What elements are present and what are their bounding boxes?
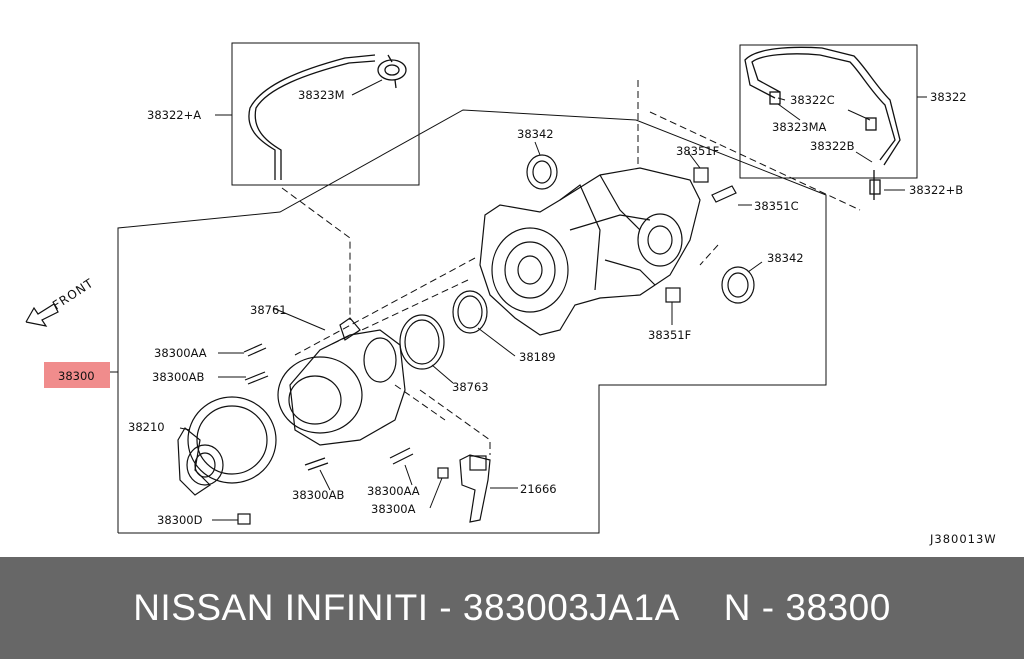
part-label-38210: 38210 [128,420,165,434]
part-label-38322A: 38322+A [147,108,201,122]
part-label-38322B: 38322B [810,139,855,153]
front-label: FRONT [50,276,96,313]
assembly-outline [117,109,827,534]
selected-part-highlight [44,362,110,388]
part-label-38342-right: 38342 [767,251,804,265]
footer-reference: N - 38300 [723,587,891,628]
part-label-38351F-top: 38351F [676,144,719,158]
inset-box-a [231,42,420,186]
part-label-38300AA-top: 38300AA [154,346,207,360]
part-label-38761: 38761 [250,303,287,317]
inset-box-b [739,44,918,179]
diagram-code: J380013W [929,532,997,546]
part-label-38300AB-bottom: 38300AB [292,488,344,502]
part-label-38300AB-top: 38300AB [152,370,204,384]
part-label-38763: 38763 [452,380,489,394]
part-label-38300D: 38300D [157,513,203,527]
part-label-38323MA: 38323MA [772,120,827,134]
part-label-38322B-plus: 38322+B [909,183,963,197]
part-label-38189: 38189 [519,350,556,364]
part-label-21666: 21666 [520,482,557,496]
part-label-38300AA-bottom: 38300AA [367,484,420,498]
front-arrow-icon [25,303,59,327]
part-label-38351C: 38351C [754,199,799,213]
part-label-38300: 38300 [58,369,95,383]
part-label-38351F-bottom: 38351F [648,328,691,342]
part-label-38322C: 38322C [790,93,835,107]
footer-bar: NISSAN INFINITI - 383003JA1A N - 38300 [0,557,1024,659]
part-label-38300A: 38300A [371,502,416,516]
footer-brand-part-number: NISSAN INFINITI - 383003JA1A [133,587,680,628]
part-label-38342-top: 38342 [517,127,554,141]
part-label-38322: 38322 [930,90,967,104]
part-label-38323M: 38323M [298,88,345,102]
parts-diagram: FRONT 38322+A 38323M 38342 38351F 38351C… [25,42,997,546]
